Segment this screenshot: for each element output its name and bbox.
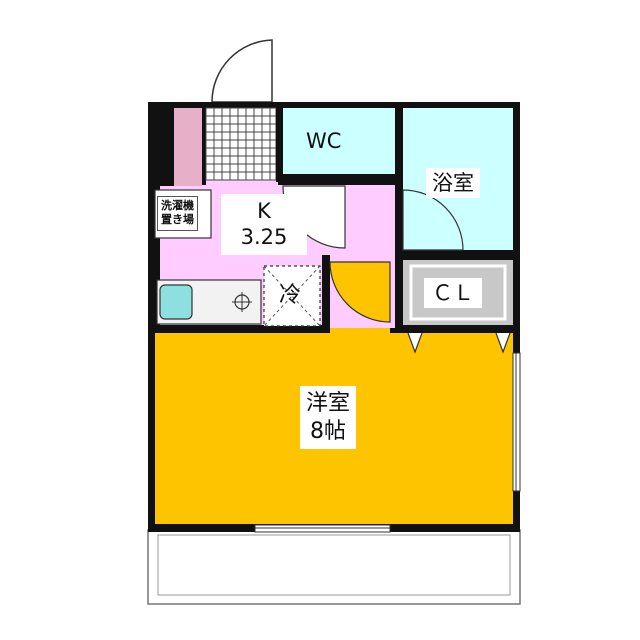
interior-walls [155,102,520,333]
western-room-label: 洋室 8帖 [300,386,357,449]
closet-door-left [407,332,423,354]
western-room-size: 8帖 [310,418,346,444]
kitchen-size: 3.25 [240,225,288,250]
entrance-area [174,108,202,186]
kitchen-label: K 3.25 [221,194,307,255]
bath-door [402,189,464,251]
western-door [329,261,391,323]
fridge-diagonal-a [263,265,321,327]
balcony-inner [157,534,511,596]
western-room-name: 洋室 [306,391,351,416]
balcony [147,529,521,605]
fridge-label: 冷 [279,283,302,308]
closet-shelf [409,264,507,321]
wc-floor [283,108,395,174]
closet-door-right [495,332,511,354]
fridge-diagonal-b [263,265,321,327]
washer-label-line2: 置き場 [161,213,194,227]
sink-icon [159,284,193,320]
wc-label: WC [306,129,342,153]
kitchen-name: K [257,199,271,223]
washer-label: 洗濯機 置き場 [157,196,198,231]
bath-label: 浴室 [426,168,480,199]
entrance-door [211,39,273,103]
entrance-tile-grid [205,107,277,181]
washer-label-line1: 洗濯機 [161,199,194,212]
closet-label: ＣＬ [424,278,482,309]
